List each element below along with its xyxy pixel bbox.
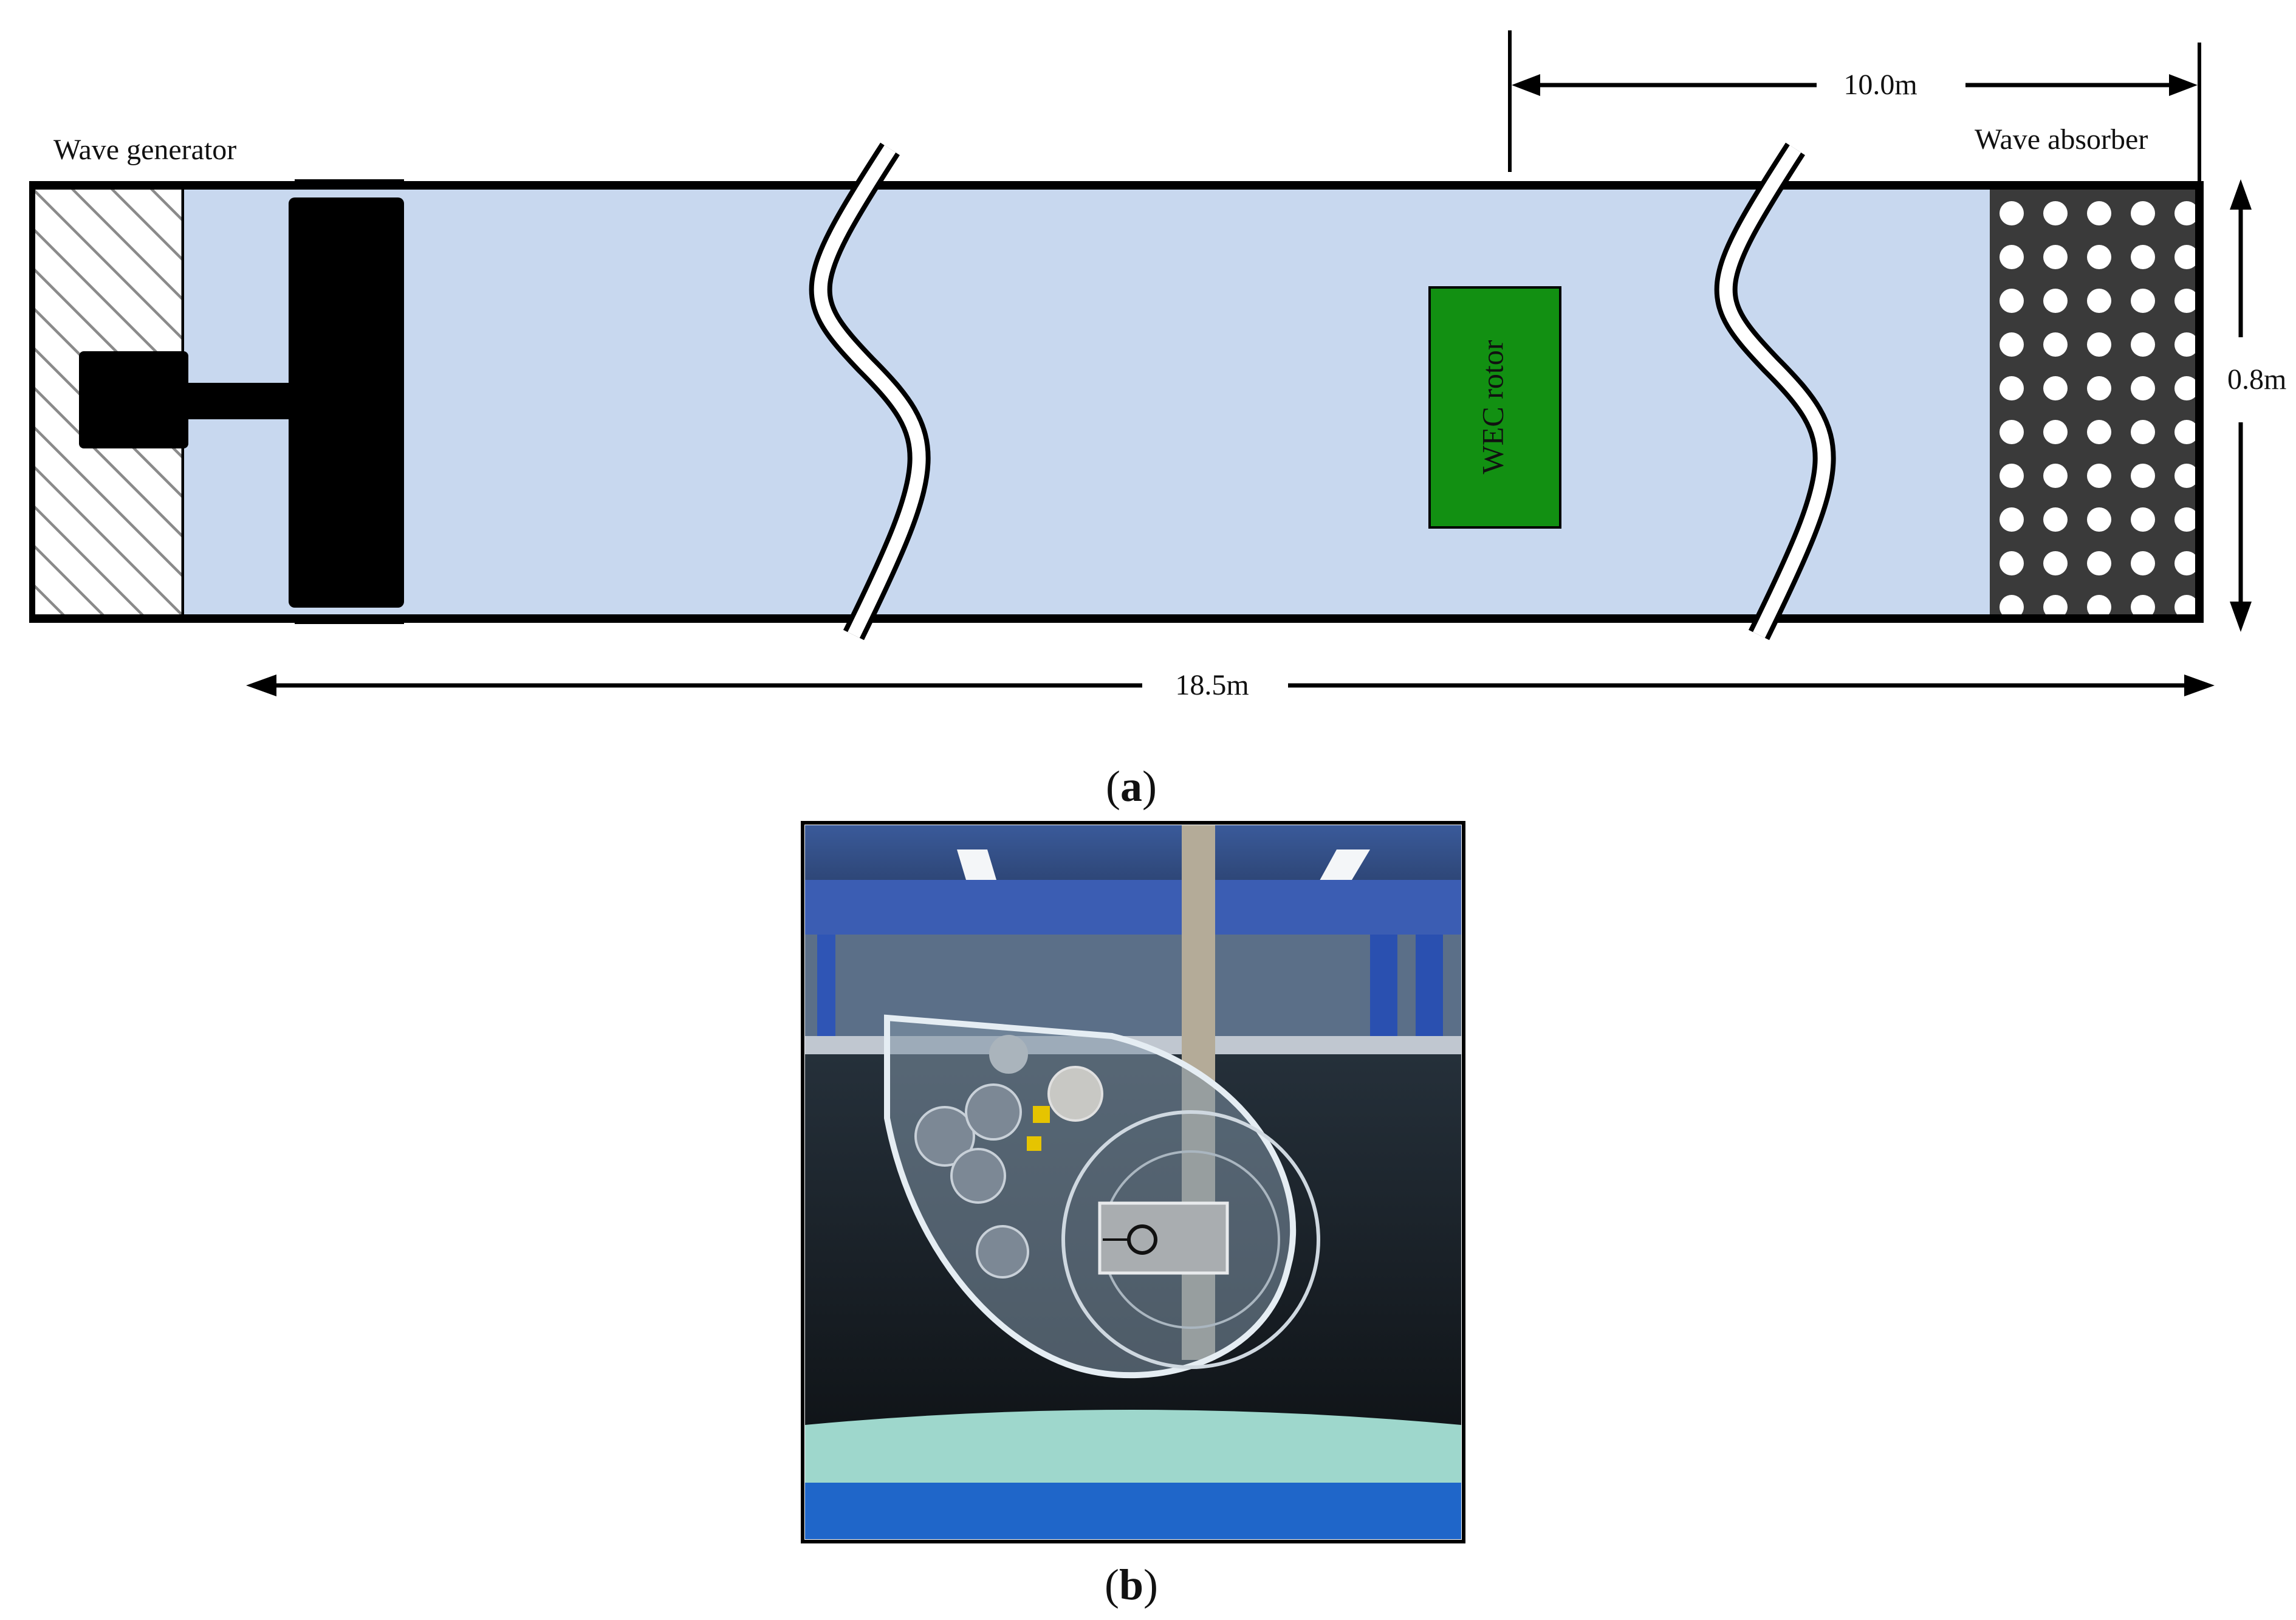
dimension-18-5m: 18.5m: [246, 669, 2215, 701]
dimension-18-5m-label: 18.5m: [1175, 669, 1249, 701]
rotor-photo: [805, 825, 1461, 1539]
wave-absorber-block: [1990, 185, 2202, 619]
wave-generator-label: Wave generator: [53, 134, 236, 166]
caption-b: (b): [1105, 1560, 1158, 1609]
dimension-0-8m-label: 0.8m: [2227, 363, 2286, 396]
wave-absorber-label: Wave absorber: [1975, 123, 2148, 156]
flume-diagram: WEC rotor Wave generator Wave absorber 1…: [29, 30, 2286, 701]
break-mark-left: [809, 142, 931, 640]
wave-paddle: [79, 179, 404, 624]
caption-a: (a): [1106, 762, 1157, 811]
dimension-10m-label: 10.0m: [1843, 69, 1917, 101]
dimension-0-8m: 0.8m: [2227, 179, 2286, 632]
wec-rotor-box: [1428, 286, 1561, 529]
rotor-photo-frame: [801, 821, 1465, 1543]
break-mark-right: [1714, 142, 1836, 640]
water-channel: [184, 185, 1993, 619]
dimension-10m: 10.0m: [1508, 30, 2201, 182]
wec-rotor-label: WEC rotor: [1475, 340, 1509, 474]
